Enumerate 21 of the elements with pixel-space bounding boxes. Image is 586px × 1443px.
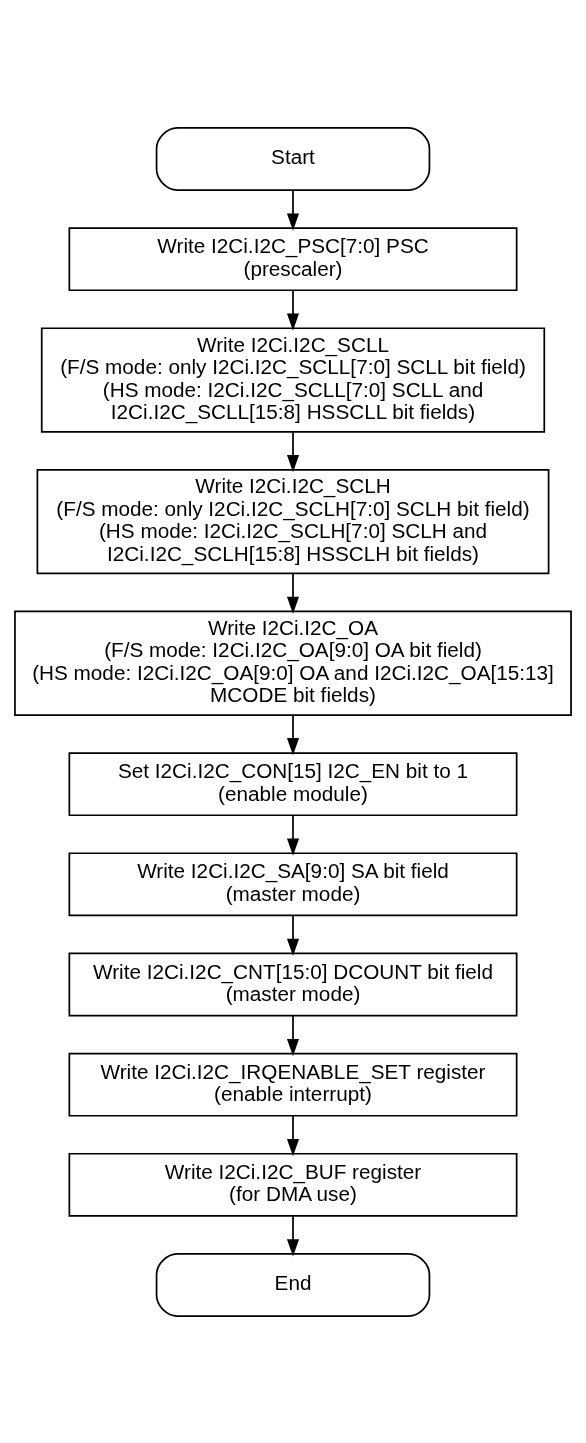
- node-box: Write I2Ci.I2C_CNT[15:0] DCOUNT bit field (master mode): [68, 952, 518, 1016]
- arrow: [286, 431, 300, 472]
- node-box: Write I2Ci.I2C_SA[9:0] SA bit field (master mode): [68, 851, 518, 916]
- arrow: [286, 289, 300, 331]
- arrow: [286, 572, 300, 614]
- node-box: Write I2Ci.I2C_BUF register (for DMA use): [68, 1152, 518, 1217]
- node-box: Write I2Ci.I2C_OA (F/S mode: I2Ci.I2C_OA[9:0] OA bit field) (HS mode: I2Ci.I2C_OA[9:0] OA and I2Ci.I2C_OA[15:13] MCODE bit fields): [14, 610, 572, 716]
- arrow: [286, 1214, 300, 1257]
- node-box: Write I2Ci.I2C_IRQENABLE_SET register (enable interrupt): [68, 1052, 518, 1117]
- node-box: Write I2Ci.I2C_SCLH (F/S mode: only I2Ci.I2C_SCLH[7:0] SCLH bit field) (HS mode: I2Ci.I2C_SCLH[7:0] SCLH and I2Ci.I2C_SCLH[15:8] HSSCLH bit fields): [36, 468, 550, 574]
- arrow: [286, 1114, 300, 1156]
- node-box: Write I2Ci.I2C_PSC[7:0] PSC (prescaler): [68, 226, 518, 291]
- arrow: [286, 814, 300, 856]
- node-box: Set I2Ci.I2C_CON[15] I2C_EN bit to 1 (enable module): [68, 751, 518, 816]
- arrow: [286, 914, 300, 956]
- arrow: [286, 188, 300, 231]
- node-box: Write I2Ci.I2C_SCLL (F/S mode: only I2Ci.I2C_SCLL[7:0] SCLL bit field) (HS mode: I2Ci.I2C_SCLL[7:0] SCLL and I2Ci.I2C_SCLL[15:8] HSSCLL bit fields): [40, 326, 546, 433]
- node-box: End: [155, 1252, 431, 1317]
- arrow: [286, 1014, 300, 1056]
- arrow: [286, 714, 300, 755]
- node-box: Start: [155, 126, 431, 191]
